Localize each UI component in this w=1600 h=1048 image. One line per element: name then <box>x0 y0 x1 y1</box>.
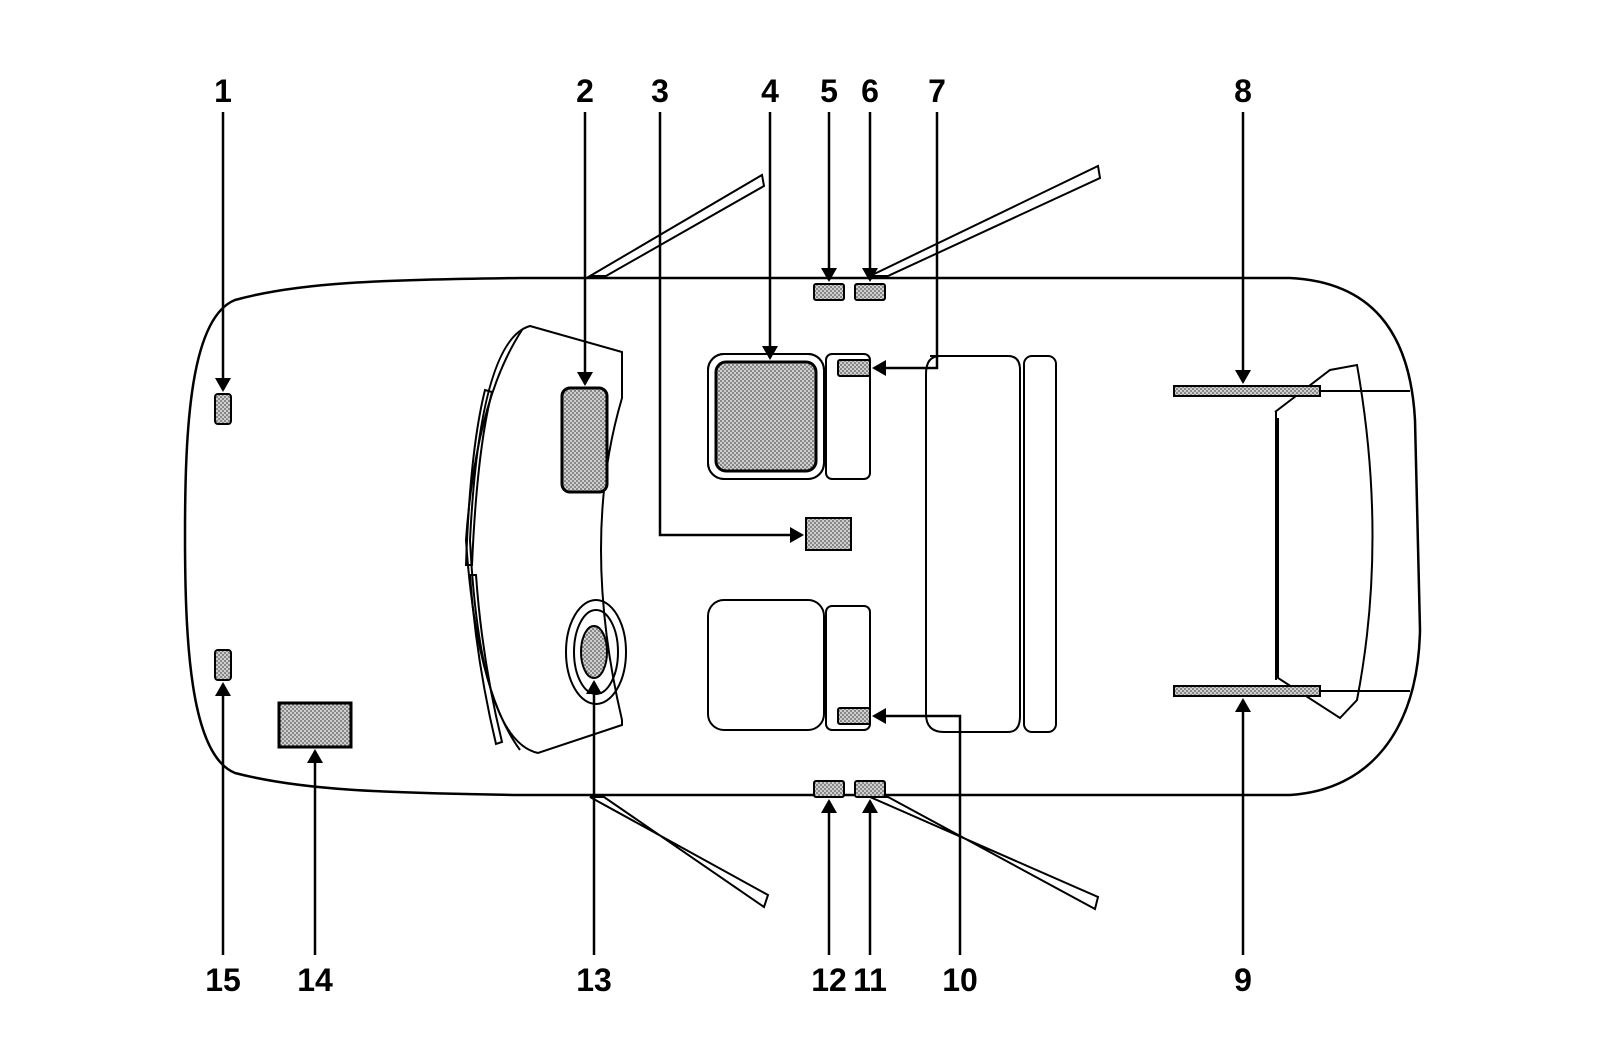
component-4 <box>714 360 818 473</box>
component-13 <box>580 625 608 679</box>
vehicle-body-outline <box>183 276 1422 797</box>
callout-5: 5 <box>820 73 838 109</box>
rear-cargo-frame <box>1274 363 1374 720</box>
callout-7: 7 <box>928 73 946 109</box>
callout-9: 9 <box>1234 962 1252 998</box>
component-15 <box>214 649 232 681</box>
callout-13: 13 <box>576 962 612 998</box>
instrument-panel <box>464 324 623 755</box>
rear-seat <box>925 355 1057 733</box>
callout-2: 2 <box>576 73 594 109</box>
leader-lines <box>215 112 1251 955</box>
component-11 <box>854 780 886 798</box>
component-3 <box>805 517 852 551</box>
callout-4: 4 <box>761 73 779 109</box>
component-14 <box>277 701 353 749</box>
callout-1: 1 <box>214 73 232 109</box>
component-5 <box>813 283 845 301</box>
component-1 <box>214 393 232 425</box>
component-12 <box>813 780 845 798</box>
component-10 <box>837 707 871 725</box>
component-13-wheel-inner <box>573 609 619 695</box>
component-9 <box>1173 685 1321 697</box>
callout-3: 3 <box>651 73 669 109</box>
component-2 <box>560 386 609 494</box>
callout-8: 8 <box>1234 73 1252 109</box>
callout-labels: 1 2 3 4 5 6 7 8 9 10 11 12 13 14 15 <box>205 73 1252 998</box>
components <box>214 283 1410 798</box>
callout-11: 11 <box>853 962 887 998</box>
component-13-wheel <box>565 599 627 705</box>
callout-6: 6 <box>861 73 879 109</box>
callout-14: 14 <box>297 962 333 998</box>
callout-10: 10 <box>942 962 978 998</box>
component-6 <box>854 283 886 301</box>
component-8 <box>1173 385 1321 397</box>
callout-15: 15 <box>205 962 241 998</box>
component-7 <box>837 359 871 377</box>
callout-12: 12 <box>811 962 847 998</box>
